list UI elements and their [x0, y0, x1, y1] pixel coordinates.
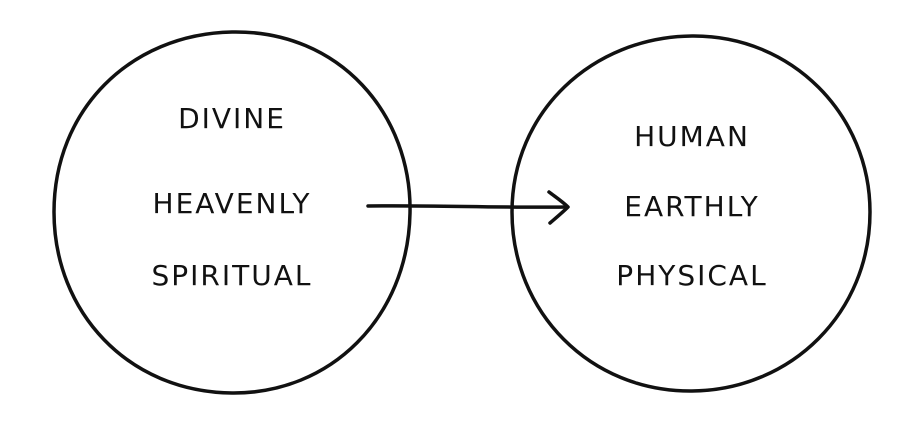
right-label-human: HUMAN: [634, 120, 750, 153]
right-label-earthly: EARTHLY: [624, 190, 760, 223]
arrow-shaft: [366, 204, 567, 209]
left-label-heavenly: HEAVENLY: [152, 187, 312, 220]
left-circle: [52, 30, 412, 395]
left-label-divine: DIVINE: [178, 102, 286, 135]
right-label-physical: PHYSICAL: [616, 259, 768, 292]
right-circle: [510, 34, 872, 393]
left-label-spiritual: SPIRITUAL: [151, 259, 313, 292]
arrow-head: [547, 190, 570, 225]
right-arrow-icon: [366, 190, 570, 225]
